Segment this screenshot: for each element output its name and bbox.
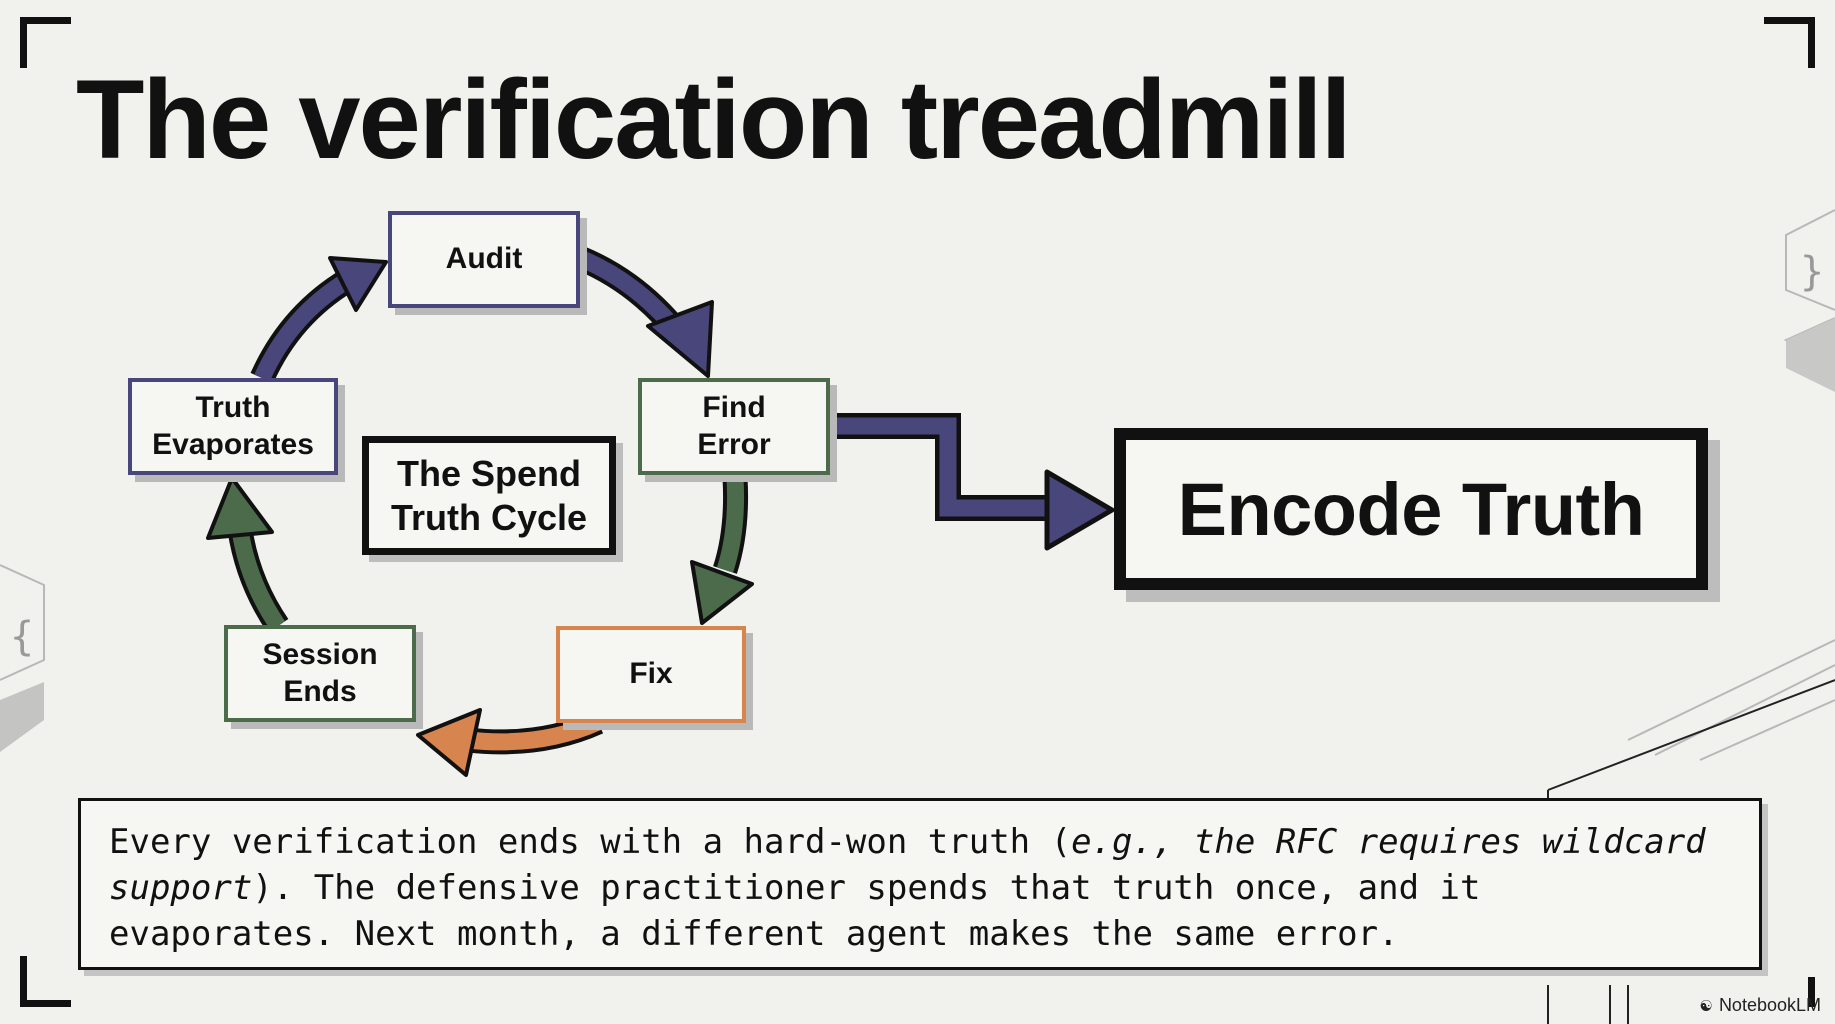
caption-line-1: Every verification ends with a hard-won … [109,819,1731,865]
frame-corner-bottom-left [20,956,71,1007]
node-truth-evaporates: Truth Evaporates [128,378,338,475]
outcome-label: Encode Truth [1177,467,1645,551]
node-find-error: Find Error [638,378,830,475]
brace-close-icon: } [1800,249,1824,295]
frame-corner-top-right [1764,17,1815,68]
brace-open-icon: { [10,614,34,660]
cycle-center-label: The Spend Truth Cycle [362,436,616,555]
cycle-center-label-line2: Truth Cycle [390,496,588,538]
caption-text-2-italic: support [109,868,253,908]
caption-line-3: evaporates. Next month, a different agen… [109,911,1731,957]
page-title: The verification treadmill [76,57,1352,182]
node-session-ends-label-line1: Session [262,637,378,671]
brand-badge: ☯ NotebookLM [1699,995,1821,1016]
caption-text-1-italic: e.g., the RFC requires wildcard [1071,822,1706,862]
node-truth-evaporates-label-line2: Evaporates [152,427,314,461]
caption-line-2: support). The defensive practitioner spe… [109,865,1731,911]
node-audit: Audit [388,211,580,308]
node-find-error-label-line1: Find [702,390,766,424]
brand-label: NotebookLM [1718,995,1821,1015]
caption-text-1a: Every verification ends with a hard-won … [109,822,1072,862]
outcome-box: Encode Truth [1114,428,1708,590]
frame-corner-top-left [20,17,71,68]
node-fix: Fix [556,626,746,723]
node-session-ends: Session Ends [224,625,416,722]
node-truth-evaporates-label-line1: Truth [195,390,271,424]
node-fix-label: Fix [629,657,673,691]
caption-text-3: evaporates. Next month, a different agen… [109,914,1399,954]
node-session-ends-label-line2: Ends [283,674,357,708]
cycle-center-label-line1: The Spend [396,453,581,495]
node-find-error-label-line2: Error [697,427,771,461]
node-audit-label: Audit [445,242,523,276]
notebooklm-icon: ☯ [1699,997,1713,1015]
frame-corner-bottom-right [1764,977,1815,1007]
caption-box: Every verification ends with a hard-won … [78,798,1762,970]
caption-text-2b: ). The defensive practitioner spends tha… [252,868,1481,908]
